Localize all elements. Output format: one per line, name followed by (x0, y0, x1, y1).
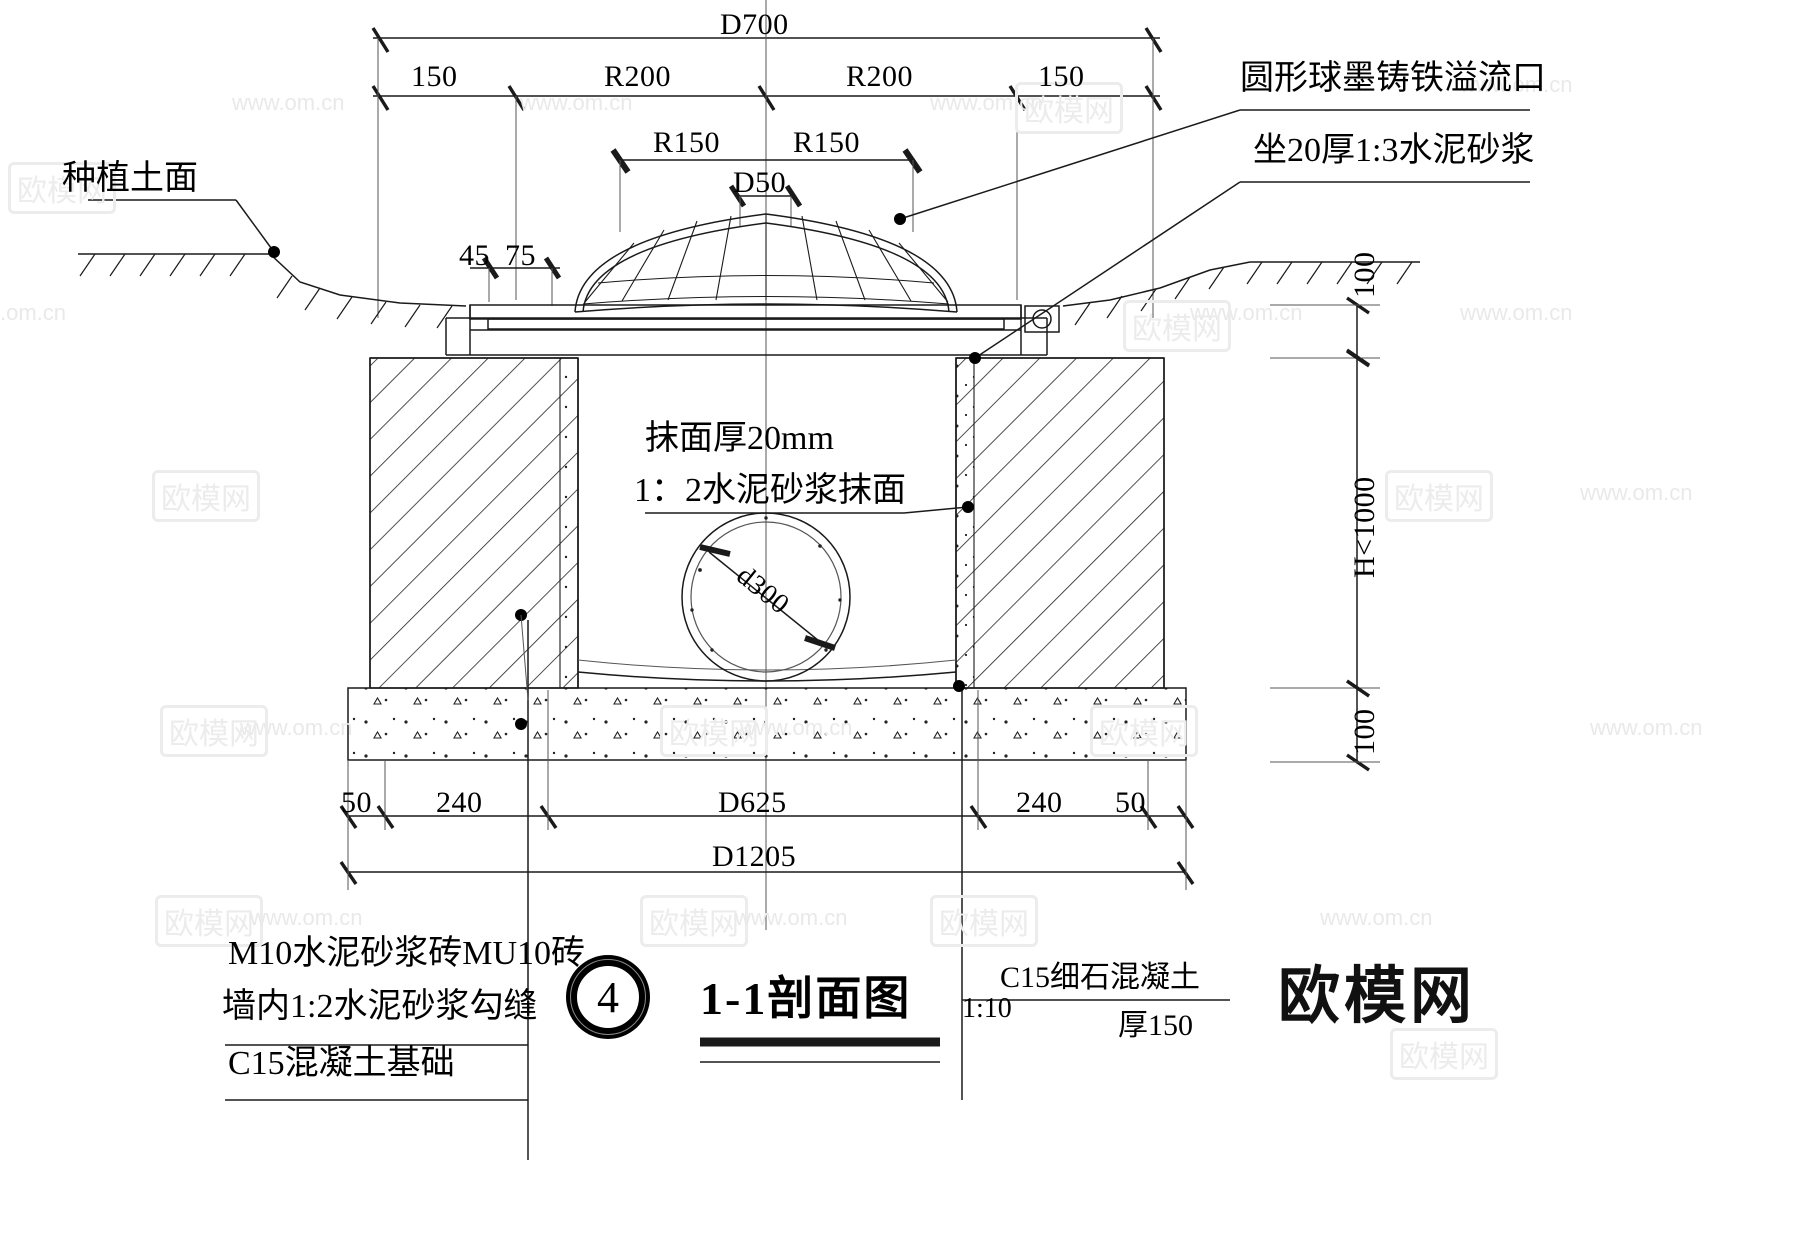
label-planting-soil: 种植土面 (62, 160, 198, 197)
dim-bottom-240-right: 240 (1016, 786, 1063, 819)
watermark-logo: 欧模网 (8, 162, 116, 214)
watermark-url: www.om.cn (1580, 480, 1693, 505)
watermark-url: www.om.cn (520, 90, 633, 115)
watermark-url: www.om.cn (1320, 905, 1433, 930)
watermark-logo: 欧模网 (1015, 82, 1123, 134)
watermark-url: www.om.cn (1590, 715, 1703, 740)
dim-right-100-bottom: 100 (1348, 708, 1381, 756)
dim-bottom-overall: D1205 (712, 840, 797, 873)
watermark-brand: 欧模网 (1278, 959, 1477, 1032)
watermark-url: www.om.cn (740, 715, 853, 740)
watermark-logo: 欧模网 (1390, 1028, 1498, 1080)
watermark-logo: 欧模网 (1123, 300, 1231, 352)
drawing-scale: 1:10 (962, 993, 1012, 1024)
watermark-url: www.om.cn (930, 90, 1043, 115)
dim-bottom-d625: D625 (718, 786, 787, 819)
watermark-logo: 欧模网 (152, 470, 260, 522)
dim-r150-left: R150 (653, 126, 721, 159)
dim-d50: D50 (733, 166, 787, 199)
dim-top-r200-left: R200 (604, 60, 672, 93)
watermark-logo: 欧模网 (1385, 470, 1493, 522)
label-fine-concrete: C15细石混凝土 (1000, 961, 1201, 994)
label-brick-wall: M10水泥砂浆砖MU10砖 (228, 935, 586, 972)
dim-right-100-top: 100 (1348, 251, 1381, 299)
watermark-logo: 欧模网 (155, 895, 263, 947)
dim-75: 75 (505, 239, 536, 272)
dim-top-overall: D700 (720, 8, 789, 41)
watermark-url: .om.cn (0, 300, 67, 325)
detail-number-bubble: 4 (566, 955, 650, 1039)
dim-45: 45 (459, 239, 490, 272)
dim-bottom-50-right: 50 (1115, 786, 1146, 819)
watermark-logo: 欧模网 (160, 705, 268, 757)
dim-top-right-150: 150 (1038, 60, 1085, 93)
watermark-logo: 欧模网 (1090, 705, 1198, 757)
watermark-url: www.om.cn (250, 905, 363, 930)
label-concrete-foundation: C15混凝土基础 (228, 1045, 455, 1082)
page-title: 1-1剖面图 (700, 973, 912, 1024)
watermark-url: www.om.cn (1190, 300, 1303, 325)
watermark-url: www.om.cn (240, 715, 353, 740)
label-overflow-inlet: 圆形球墨铸铁溢流口 (1240, 60, 1546, 97)
label-wall-pointing: 墙内1:2水泥砂浆勾缝 (222, 988, 538, 1025)
watermark-logo: 欧模网 (930, 895, 1038, 947)
watermark-url: www.om.cn (1460, 72, 1573, 97)
detail-number: 4 (597, 972, 619, 1022)
watermark-logo: 欧模网 (660, 705, 768, 757)
dim-top-left-150: 150 (411, 60, 458, 93)
watermark-logo: 欧模网 (640, 895, 748, 947)
watermark-url: www.om.cn (232, 90, 345, 115)
label-plaster-mortar: 1：2水泥砂浆抹面 (634, 472, 906, 509)
dim-top-r200-right: R200 (846, 60, 914, 93)
watermark-url: www.om.cn (1460, 300, 1573, 325)
dim-bottom-240-left: 240 (436, 786, 483, 819)
dim-right-h: H<1000 (1348, 476, 1381, 578)
label-concrete-thickness: 厚150 (1118, 1009, 1193, 1042)
dim-r150-right: R150 (793, 126, 861, 159)
label-mortar-bed: 坐20厚1:3水泥砂浆 (1253, 132, 1535, 169)
dim-bottom-50-left: 50 (341, 786, 372, 819)
watermark-url: www.om.cn (735, 905, 848, 930)
label-plaster-thickness: 抹面厚20mm (645, 420, 834, 457)
